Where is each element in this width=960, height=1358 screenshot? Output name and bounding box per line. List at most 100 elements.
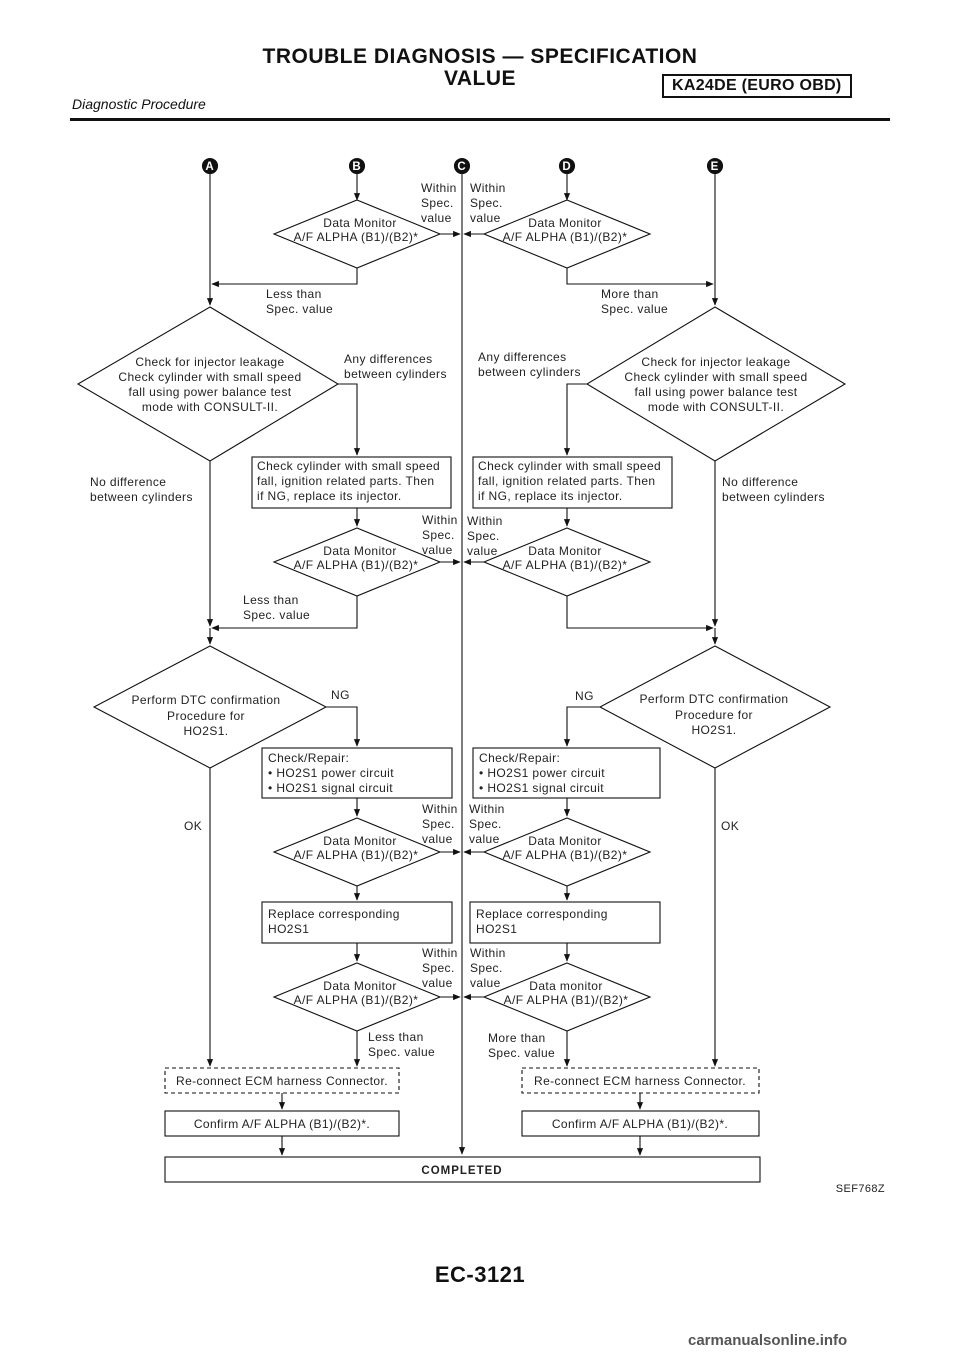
box-reconnect-left [164,1067,400,1094]
text-cyl-l3: if NG, replace its injector. [257,489,402,503]
diamond-dtc-right [598,645,832,769]
text-cyl-l1: Check cylinder with small speed [257,459,440,473]
text-repair-l1: Check/Repair: [479,751,560,765]
text-within: Within [467,514,503,528]
page-title-line1: TROUBLE DIAGNOSIS — SPECIFICATION [262,45,698,68]
text-less-than: Less than [368,1030,424,1044]
text-less-than: Less than [266,287,322,301]
text-value: value [467,544,498,558]
text-spec-value: Spec. value [266,302,333,316]
text-within: Within [469,802,505,816]
text-injector-l2: Check cylinder with small speed [624,370,807,384]
text-within: Within [470,181,506,195]
header-rule [70,118,890,121]
watermark: carmanualsonline.info [688,1332,848,1349]
text-injector-l3: fall using power balance test [634,385,797,399]
box-replace-ho2s1-right [469,901,661,944]
text-dtc-l1: Perform DTC confirmation [640,692,789,706]
text-data-monitor: Data Monitor [528,216,602,230]
text-repair-l2: • HO2S1 power circuit [479,766,605,780]
text-repair-l2: • HO2S1 power circuit [268,766,394,780]
text-dtc-l2: Procedure for [675,708,753,722]
text-value: value [422,832,453,846]
text-value: value [422,976,453,990]
text-between-cylinders: between cylinders [344,367,447,381]
text-reconnect: Re-connect ECM harness Connector. [176,1074,388,1088]
diamond-injector-right [585,306,847,462]
text-spec: Spec. [422,817,455,831]
text-less-than: Less than [243,593,299,607]
text-spec-value: Spec. value [488,1046,555,1060]
svg-text:E: E [711,161,720,173]
text-injector-l1: Check for injector leakage [641,355,790,369]
text-injector-l4: mode with CONSULT-II. [648,400,784,414]
text-more-than: More than [601,287,659,301]
text-completed: COMPLETED [421,1165,502,1177]
svg-text:D: D [562,161,571,173]
text-replace-l1: Replace corresponding [268,907,400,921]
text-data-monitor: Data Monitor [323,834,397,848]
text-value: value [470,211,501,225]
text-dtc-l3: HO2S1. [183,724,228,738]
text-no-difference: No difference [90,475,166,489]
text-within: Within [421,181,457,195]
text-value: value [469,832,500,846]
text-data-monitor: Data Monitor [528,544,602,558]
text-data-monitor-lower: Data monitor [529,979,603,993]
text-value: value [421,211,452,225]
box-check-cylinder-right [472,456,673,509]
text-dtc-l1: Perform DTC confirmation [132,693,281,707]
figure-reference: SEF768Z [836,1183,885,1195]
text-ng: NG [575,689,594,703]
diamond-injector-left [76,306,340,462]
text-injector-l3: fall using power balance test [128,385,291,399]
connector-c: C [453,157,471,175]
text-spec: Spec. [470,196,503,210]
text-af-alpha: A/F ALPHA (B1)/(B2)* [503,848,628,862]
text-dtc-l2: Procedure for [167,709,245,723]
text-spec: Spec. [469,817,502,831]
text-spec-value: Spec. value [601,302,668,316]
text-between-cylinders: between cylinders [90,490,193,504]
text-replace-l1: Replace corresponding [476,907,608,921]
text-data-monitor: Data Monitor [323,216,397,230]
text-af-alpha: A/F ALPHA (B1)/(B2)* [294,993,419,1007]
text-replace-l2: HO2S1 [268,922,309,936]
text-spec: Spec. [422,528,455,542]
text-spec-value: Spec. value [368,1045,435,1059]
text-af-alpha: A/F ALPHA (B1)/(B2)* [503,230,628,244]
text-af-alpha: A/F ALPHA (B1)/(B2)* [294,848,419,862]
text-cyl-l2: fall, ignition related parts. Then [257,474,434,488]
text-dtc-l3: HO2S1. [691,723,736,737]
text-af-alpha: A/F ALPHA (B1)/(B2)* [294,230,419,244]
text-ng: NG [331,688,350,702]
text-spec: Spec. [470,961,503,975]
connector-e: E [706,157,724,175]
text-spec: Spec. [467,529,500,543]
text-within: Within [422,513,458,527]
text-value: value [422,543,453,557]
text-ok: OK [184,819,202,833]
text-injector-l2: Check cylinder with small speed [118,370,301,384]
text-within: Within [470,946,506,960]
text-replace-l2: HO2S1 [476,922,517,936]
text-data-monitor: Data Monitor [528,834,602,848]
text-any-differences: Any differences [344,352,433,366]
text-any-differences: Any differences [478,350,567,364]
connector-d: D [558,157,576,175]
svg-text:A: A [205,161,214,173]
text-no-difference: No difference [722,475,798,489]
text-spec: Spec. [421,196,454,210]
svg-text:C: C [457,161,466,173]
text-cyl-l2: fall, ignition related parts. Then [478,474,655,488]
text-reconnect: Re-connect ECM harness Connector. [534,1074,746,1088]
page-number: EC-3121 [434,1262,526,1287]
page-title-line2: VALUE [443,67,517,90]
text-within: Within [422,802,458,816]
text-injector-l1: Check for injector leakage [135,355,284,369]
box-check-cylinder-left [251,456,452,509]
section-subtitle: Diagnostic Procedure [72,96,206,112]
text-repair-l3: • HO2S1 signal circuit [479,781,604,795]
engine-badge: KA24DE (EURO OBD) [662,74,852,98]
text-injector-l4: mode with CONSULT-II. [142,400,278,414]
